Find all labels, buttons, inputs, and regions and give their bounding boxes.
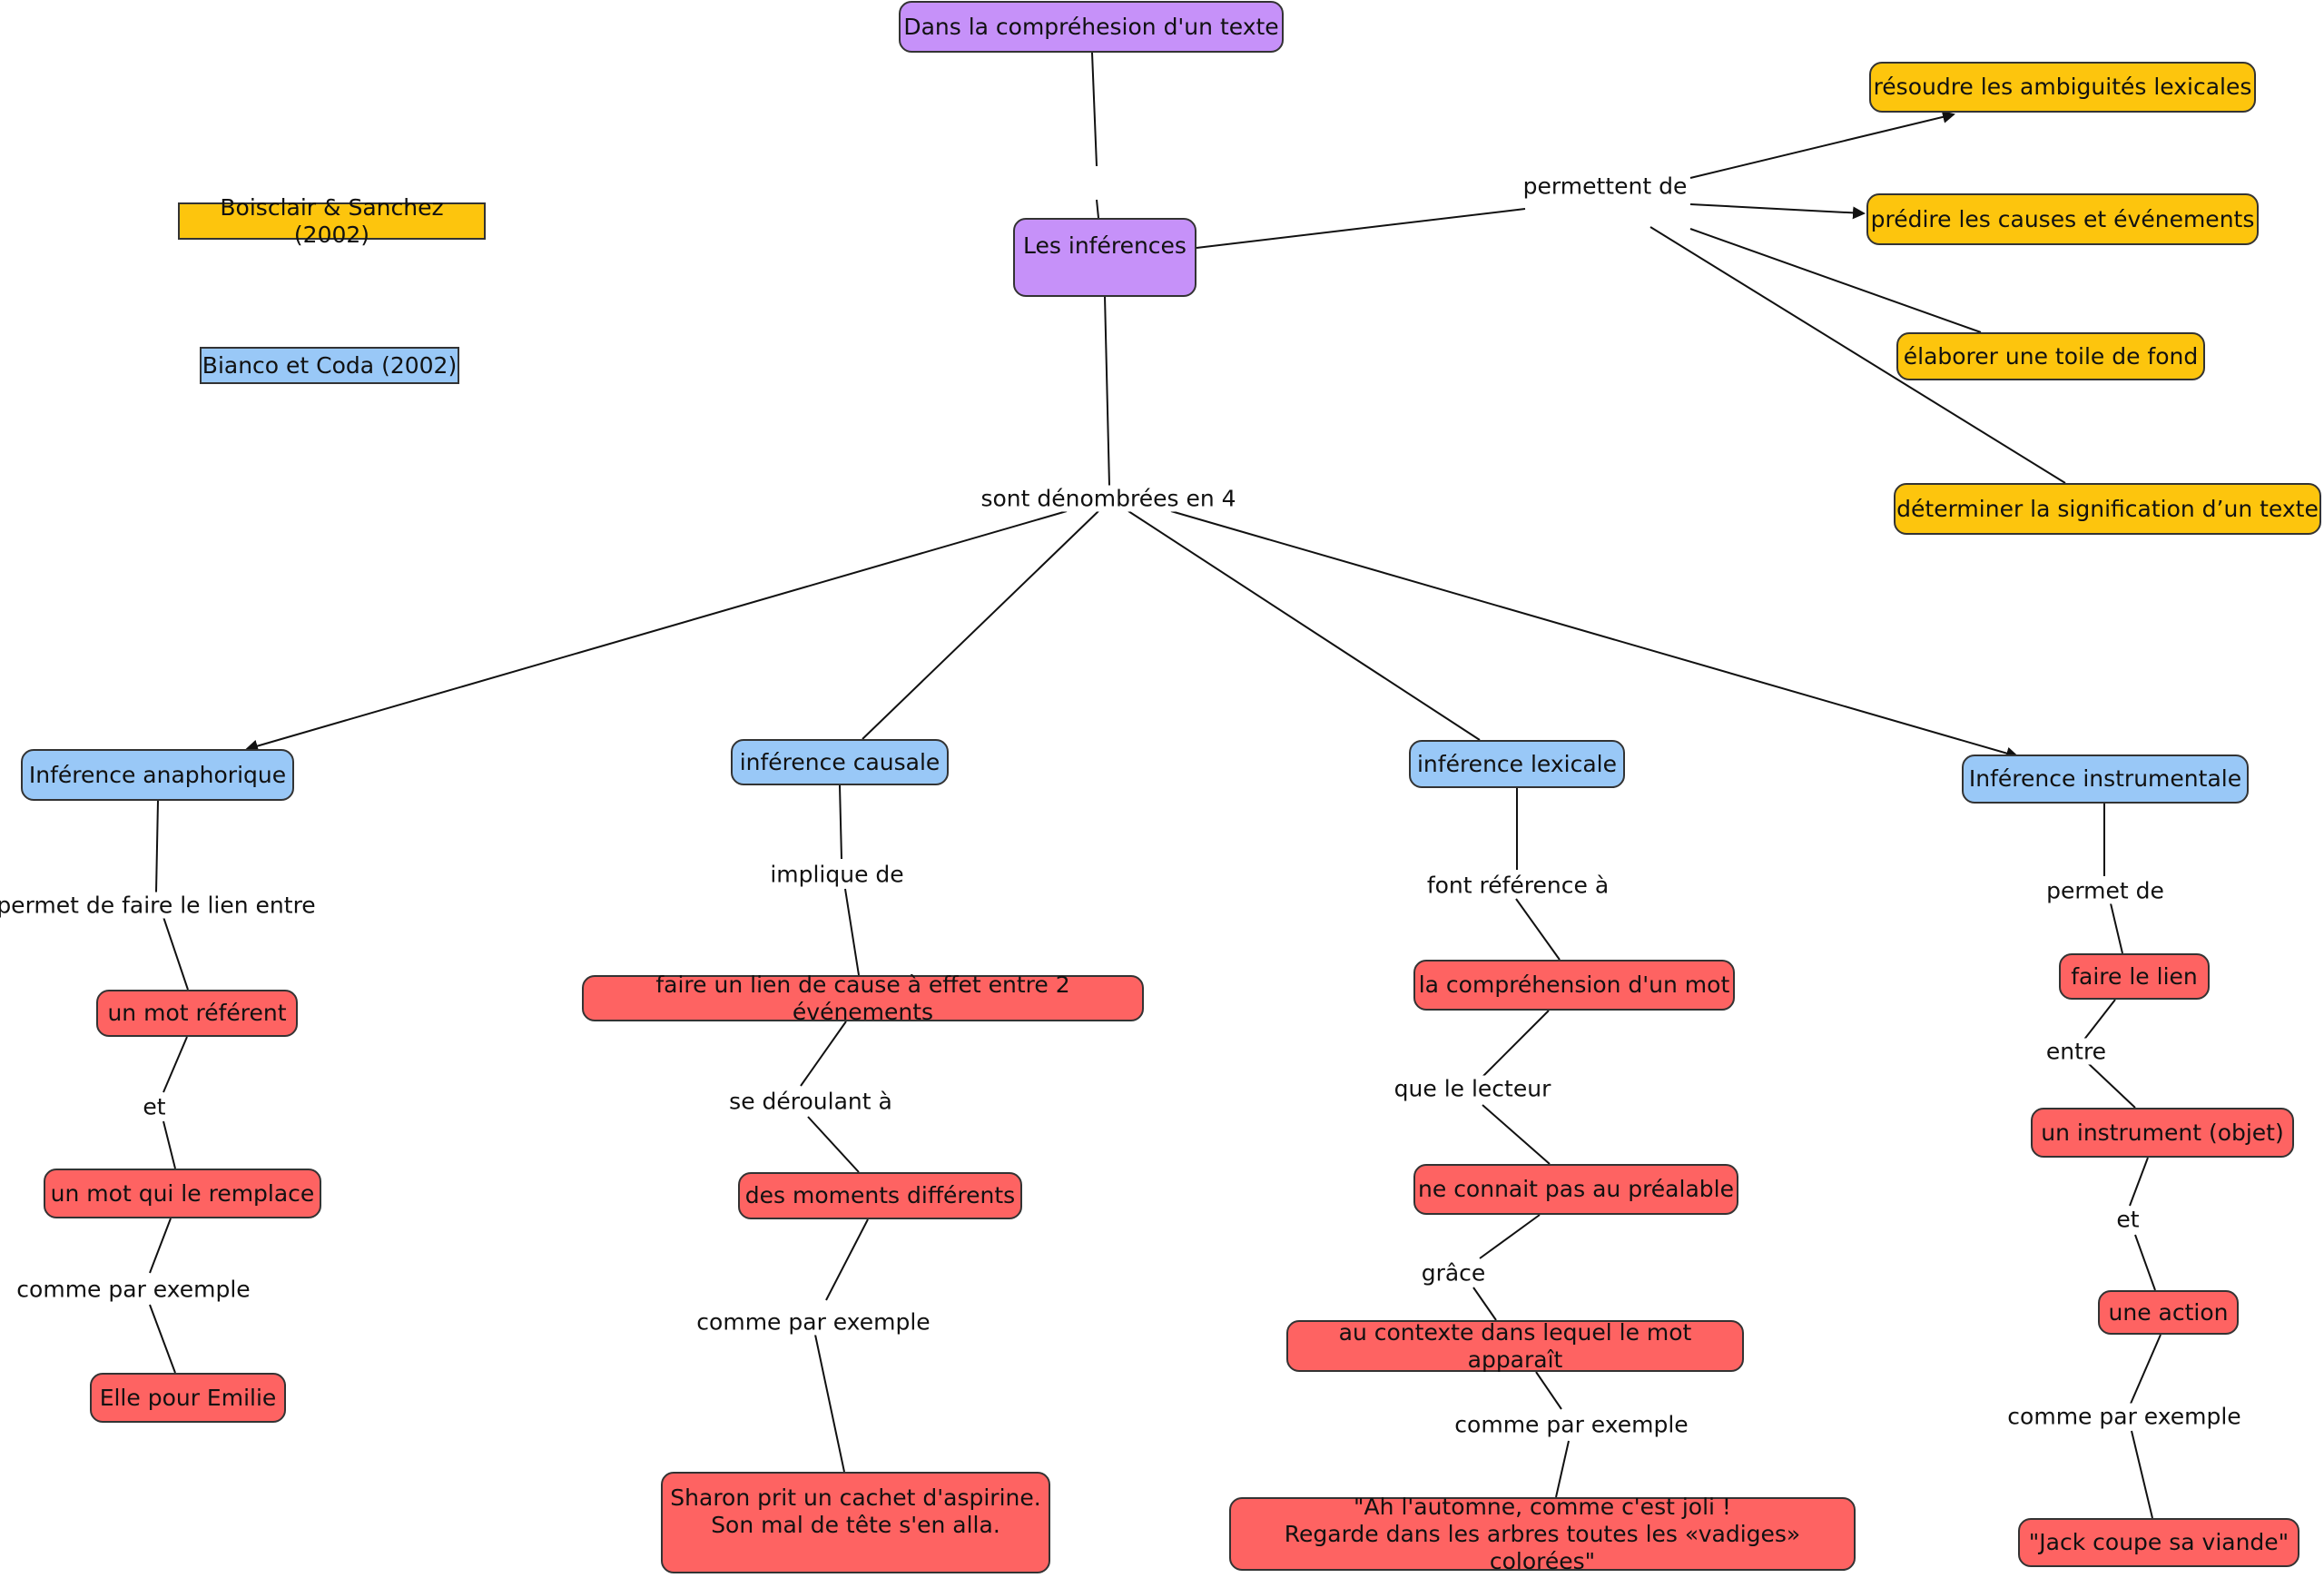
node-resoudre-ambiguites[interactable]: résoudre les ambiguités lexicales	[1869, 62, 2256, 113]
link-inferences-sortie	[1096, 199, 1099, 219]
node-elle-emilie[interactable]: Elle pour Emilie	[90, 1373, 286, 1423]
link-mot-lecteur	[1481, 1010, 1550, 1079]
label-et-anaphorique: et	[141, 1093, 168, 1120]
node-exemple-automne[interactable]: "Ah l'automne, comme c'est joli ! Regard…	[1229, 1494, 1856, 1574]
label-comme-causale: comme par exemple	[694, 1308, 932, 1336]
link-comme-sharon	[814, 1334, 845, 1473]
link-lien-entre	[2083, 999, 2116, 1041]
label-permet-de: permet de	[2044, 877, 2166, 904]
link-contexte-comme	[1535, 1371, 1562, 1410]
link-instrument-et	[2129, 1157, 2149, 1207]
link-permettent-signification	[1649, 226, 2066, 484]
link-referent-et	[162, 1036, 188, 1093]
node-exemple-jack[interactable]: "Jack coupe sa viande"	[2018, 1518, 2299, 1567]
link-inferences-permettent	[1196, 208, 1526, 249]
node-faire-le-lien[interactable]: faire le lien	[2059, 953, 2210, 1000]
node-lien-cause-effet[interactable]: faire un lien de cause à effet entre 2 é…	[582, 971, 1144, 1025]
node-inference-instrumentale[interactable]: Inférence instrumentale	[1962, 754, 2249, 804]
node-inference-causale[interactable]: inférence causale	[731, 739, 949, 785]
link-moments-comme	[825, 1218, 869, 1301]
node-exemple-sharon[interactable]: Sharon prit un cachet d'aspirine. Son ma…	[661, 1472, 1050, 1573]
link-denombrees-lexicale	[1128, 510, 1481, 741]
node-mot-referent[interactable]: un mot référent	[96, 990, 298, 1037]
node-ne-connait-pas[interactable]: ne connait pas au préalable	[1413, 1164, 1738, 1215]
link-denombrees-causale	[862, 510, 1099, 740]
link-deroulant-moments	[807, 1116, 860, 1173]
node-inference-anaphorique[interactable]: Inférence anaphorique	[21, 749, 294, 801]
link-permettent-toile	[1689, 228, 1982, 333]
label-sont-denombrees: sont dénombrées en 4	[979, 485, 1238, 512]
node-predire-causes[interactable]: prédire les causes et événements	[1866, 193, 2259, 245]
label-permet-faire-lien: permet de faire le lien entre	[0, 892, 318, 919]
link-action-comme	[2130, 1334, 2162, 1405]
node-comprehension-texte[interactable]: Dans la compréhesion d'un texte	[899, 1, 1284, 53]
link-anaphorique-permet	[155, 800, 159, 893]
link-inferences-denombrees	[1104, 295, 1110, 487]
label-font-reference: font référence à	[1424, 872, 1611, 899]
link-remplace-comme	[149, 1218, 172, 1274]
node-comprehension-mot[interactable]: la compréhension d'un mot	[1413, 960, 1735, 1011]
link-entre-instrument	[2086, 1061, 2136, 1109]
link-comme-jack	[2131, 1430, 2153, 1519]
label-se-deroulant: se déroulant à	[727, 1088, 894, 1115]
node-signification-texte[interactable]: déterminer la signification d’un texte	[1894, 483, 2321, 535]
node-mot-remplace[interactable]: un mot qui le remplace	[44, 1169, 321, 1218]
label-comme-instrumentale: comme par exemple	[2005, 1403, 2243, 1430]
node-contexte-mot[interactable]: au contexte dans lequel le mot apparaît	[1286, 1319, 1744, 1373]
label-implique-de: implique de	[768, 861, 906, 888]
link-et-remplace	[162, 1120, 176, 1169]
node-toile-de-fond[interactable]: élaborer une toile de fond	[1896, 332, 2205, 380]
link-denombrees-instrumentale	[1170, 510, 2019, 760]
link-grace-contexte	[1472, 1287, 1497, 1321]
link-permettent-predire	[1689, 203, 1866, 220]
link-implique-lien	[844, 888, 860, 976]
link-denombrees-anaphorique	[245, 510, 1068, 753]
link-comprehension-inferences	[1091, 52, 1098, 167]
label-comme-anaphorique: comme par exemple	[15, 1276, 252, 1303]
link-comme-elle	[149, 1304, 176, 1374]
label-comme-lexicale: comme par exemple	[1452, 1411, 1690, 1438]
link-et-action	[2134, 1234, 2156, 1291]
node-les-inferences[interactable]: Les inférences	[1013, 218, 1196, 297]
link-lecteur-connait	[1482, 1104, 1551, 1165]
reference-boisclair-sanchez: Boisclair & Sanchez (2002)	[178, 194, 486, 248]
label-que-le-lecteur: que le lecteur	[1392, 1075, 1553, 1102]
link-permet-lien	[2110, 902, 2123, 954]
node-instrument-objet[interactable]: un instrument (objet)	[2031, 1108, 2294, 1158]
link-connait-grace	[1479, 1214, 1541, 1259]
label-entre: entre	[2043, 1038, 2109, 1065]
label-grace: grâce	[1419, 1259, 1488, 1287]
node-une-action[interactable]: une action	[2098, 1290, 2239, 1335]
link-permettent-ambiguites	[1689, 111, 1955, 179]
node-inference-lexicale[interactable]: inférence lexicale	[1409, 740, 1625, 788]
label-et-instrumentale: et	[2114, 1206, 2142, 1233]
link-causale-implique	[839, 784, 842, 860]
link-lien-deroulant	[800, 1021, 847, 1087]
label-permettent-de: permettent de	[1521, 173, 1689, 200]
node-moments-differents[interactable]: des moments différents	[738, 1172, 1022, 1219]
link-comme-automne	[1555, 1440, 1570, 1498]
reference-bianco-coda: Bianco et Coda (2002)	[200, 347, 459, 384]
link-permet-referent	[162, 916, 189, 991]
link-font-mot	[1515, 898, 1561, 961]
